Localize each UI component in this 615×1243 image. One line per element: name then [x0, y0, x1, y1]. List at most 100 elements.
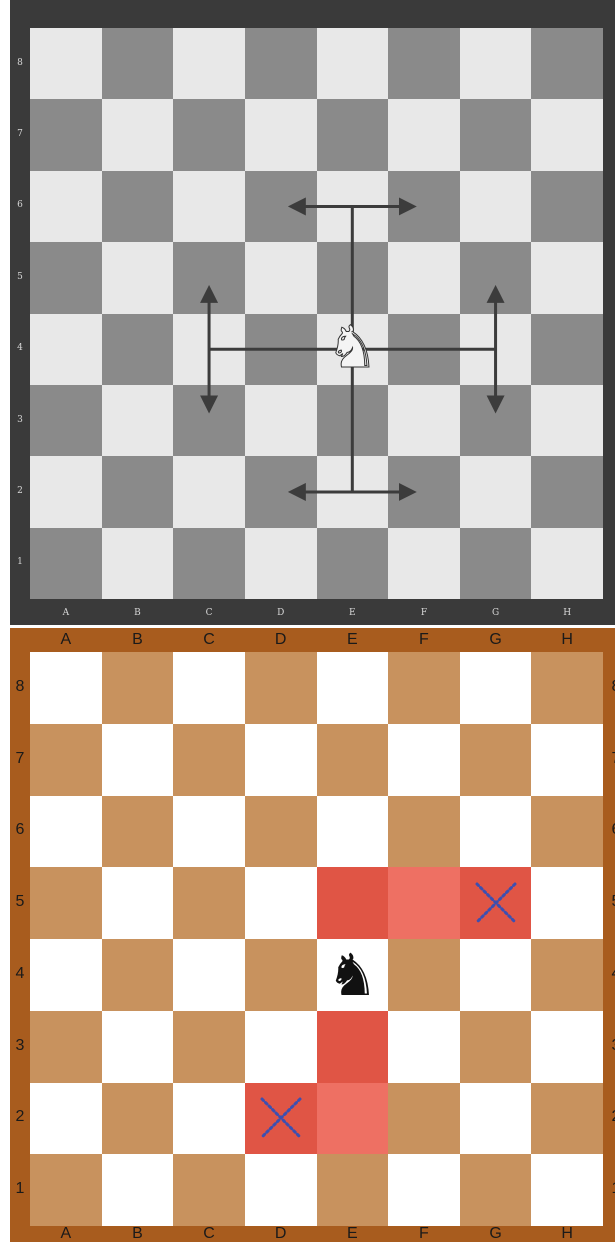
square-c5[interactable]: [173, 867, 245, 939]
square-h3[interactable]: [531, 1011, 603, 1083]
square-a3[interactable]: [30, 1011, 102, 1083]
square-e7[interactable]: [317, 724, 389, 796]
square-a6[interactable]: [30, 796, 102, 868]
rank-label-left: 3: [10, 1037, 30, 1055]
white-knight-icon[interactable]: ♞: [326, 313, 378, 381]
rank-label-left: 4: [10, 965, 30, 983]
file-label-top: E: [342, 631, 362, 649]
rank-label-right: 8: [606, 678, 615, 696]
square-d7[interactable]: [245, 724, 317, 796]
square-f6[interactable]: [388, 796, 460, 868]
square-f8[interactable]: [388, 652, 460, 724]
square-g3[interactable]: [460, 1011, 532, 1083]
highlighted-square-g5[interactable]: [460, 867, 532, 939]
target-x-icon: [460, 867, 532, 939]
square-f7[interactable]: [388, 724, 460, 796]
file-label-bottom: H: [557, 1225, 577, 1243]
chessboard-grid: ♞: [30, 652, 603, 1226]
square-b2[interactable]: [102, 1083, 174, 1155]
move-arrows-overlay: ♞: [10, 0, 615, 625]
highlighted-square-f5[interactable]: [388, 867, 460, 939]
file-label-top: B: [127, 631, 147, 649]
rank-label-left: 7: [10, 750, 30, 768]
square-h6[interactable]: [531, 796, 603, 868]
square-c8[interactable]: [173, 652, 245, 724]
square-c1[interactable]: [173, 1154, 245, 1226]
rank-label-right: 2: [606, 1108, 615, 1126]
file-label-top: C: [199, 631, 219, 649]
file-label-top: H: [557, 631, 577, 649]
square-d6[interactable]: [245, 796, 317, 868]
rank-label-right: 7: [606, 750, 615, 768]
file-label-bottom: B: [127, 1225, 147, 1243]
square-c6[interactable]: [173, 796, 245, 868]
square-b4[interactable]: [102, 939, 174, 1011]
square-d3[interactable]: [245, 1011, 317, 1083]
square-e8[interactable]: [317, 652, 389, 724]
highlighted-square-e3[interactable]: [317, 1011, 389, 1083]
square-f1[interactable]: [388, 1154, 460, 1226]
rank-label-left: 5: [10, 893, 30, 911]
square-f3[interactable]: [388, 1011, 460, 1083]
square-b6[interactable]: [102, 796, 174, 868]
square-c4[interactable]: [173, 939, 245, 1011]
square-h8[interactable]: [531, 652, 603, 724]
square-e6[interactable]: [317, 796, 389, 868]
rank-label-left: 8: [10, 678, 30, 696]
square-c7[interactable]: [173, 724, 245, 796]
square-c3[interactable]: [173, 1011, 245, 1083]
square-h7[interactable]: [531, 724, 603, 796]
square-g7[interactable]: [460, 724, 532, 796]
rank-label-right: 1: [606, 1180, 615, 1198]
target-x-icon: [245, 1083, 317, 1155]
square-a2[interactable]: [30, 1083, 102, 1155]
square-d8[interactable]: [245, 652, 317, 724]
square-a7[interactable]: [30, 724, 102, 796]
square-d5[interactable]: [245, 867, 317, 939]
file-label-bottom: F: [414, 1225, 434, 1243]
file-label-bottom: D: [271, 1225, 291, 1243]
black-knight-icon[interactable]: ♞: [317, 939, 389, 1011]
square-h5[interactable]: [531, 867, 603, 939]
square-b1[interactable]: [102, 1154, 174, 1226]
square-h1[interactable]: [531, 1154, 603, 1226]
square-g6[interactable]: [460, 796, 532, 868]
rank-label-right: 4: [606, 965, 615, 983]
file-label-bottom: G: [486, 1225, 506, 1243]
square-e4[interactable]: ♞: [317, 939, 389, 1011]
square-a5[interactable]: [30, 867, 102, 939]
rank-label-left: 6: [10, 821, 30, 839]
highlighted-square-e2[interactable]: [317, 1083, 389, 1155]
square-a1[interactable]: [30, 1154, 102, 1226]
square-b8[interactable]: [102, 652, 174, 724]
knight-moves-diagram-board: 87654321ABCDEFGH ♞: [10, 0, 615, 625]
square-c2[interactable]: [173, 1083, 245, 1155]
square-h4[interactable]: [531, 939, 603, 1011]
highlighted-square-d2[interactable]: [245, 1083, 317, 1155]
square-e1[interactable]: [317, 1154, 389, 1226]
square-g2[interactable]: [460, 1083, 532, 1155]
rank-label-left: 1: [10, 1180, 30, 1198]
square-f2[interactable]: [388, 1083, 460, 1155]
square-b7[interactable]: [102, 724, 174, 796]
rank-label-left: 2: [10, 1108, 30, 1126]
file-label-top: F: [414, 631, 434, 649]
square-f4[interactable]: [388, 939, 460, 1011]
file-label-top: A: [56, 631, 76, 649]
square-d4[interactable]: [245, 939, 317, 1011]
square-g8[interactable]: [460, 652, 532, 724]
square-d1[interactable]: [245, 1154, 317, 1226]
square-a4[interactable]: [30, 939, 102, 1011]
square-b3[interactable]: [102, 1011, 174, 1083]
rank-label-right: 5: [606, 893, 615, 911]
square-g4[interactable]: [460, 939, 532, 1011]
square-h2[interactable]: [531, 1083, 603, 1155]
square-b5[interactable]: [102, 867, 174, 939]
square-g1[interactable]: [460, 1154, 532, 1226]
highlighted-square-e5[interactable]: [317, 867, 389, 939]
file-label-bottom: C: [199, 1225, 219, 1243]
square-a8[interactable]: [30, 652, 102, 724]
file-label-top: D: [271, 631, 291, 649]
file-label-bottom: A: [56, 1225, 76, 1243]
knight-path-highlight-board: ♞ 8877665544332211AABBCCDDEEFFGGHH: [10, 628, 615, 1242]
